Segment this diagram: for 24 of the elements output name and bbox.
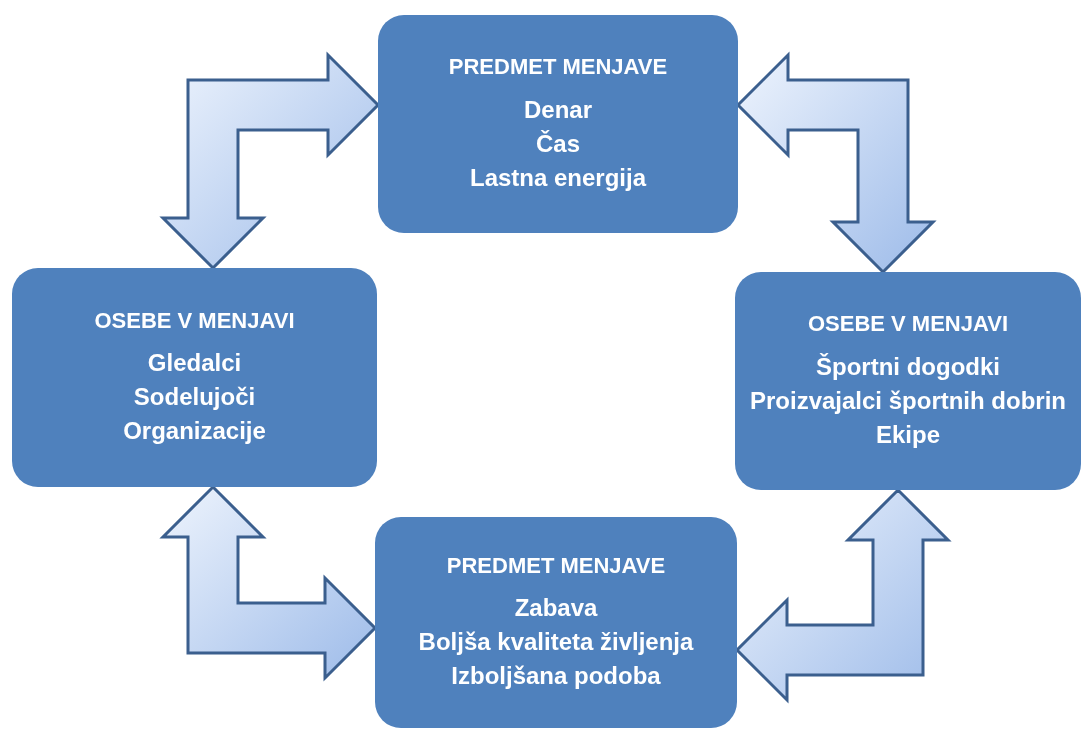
box-heading: PREDMET MENJAVE [448,53,668,81]
bent-block-arrow [159,51,381,271]
box-item: Čas [536,128,580,159]
box-item: Boljša kvaliteta življenja [418,627,694,658]
box-item: Organizacije [123,416,266,447]
box-heading: OSEBE V MENJAVI [807,310,1009,338]
rounded-box [12,268,377,487]
box-heading: OSEBE V MENJAVI [94,306,295,335]
box-item: Ekipe [876,419,940,450]
box-item: Izboljšana podoba [451,661,661,692]
box-item: Zabava [514,593,598,624]
rounded-box [375,517,737,728]
bent-block-arrow [735,51,937,275]
box-item: Proizvajalci športnih dobrin [749,385,1066,416]
box-item: Denar [524,94,592,125]
box-item: Gledalci [147,348,242,379]
rounded-box [735,272,1081,490]
box-heading: PREDMET MENJAVE [446,551,666,580]
box-item: Športni dogodki [816,351,1000,382]
bent-block-arrow [159,484,378,682]
bent-block-arrow [734,487,952,704]
box-item: Lastna energija [469,162,647,193]
box-item: Sodelujoči [133,382,256,413]
rounded-box [378,15,738,233]
